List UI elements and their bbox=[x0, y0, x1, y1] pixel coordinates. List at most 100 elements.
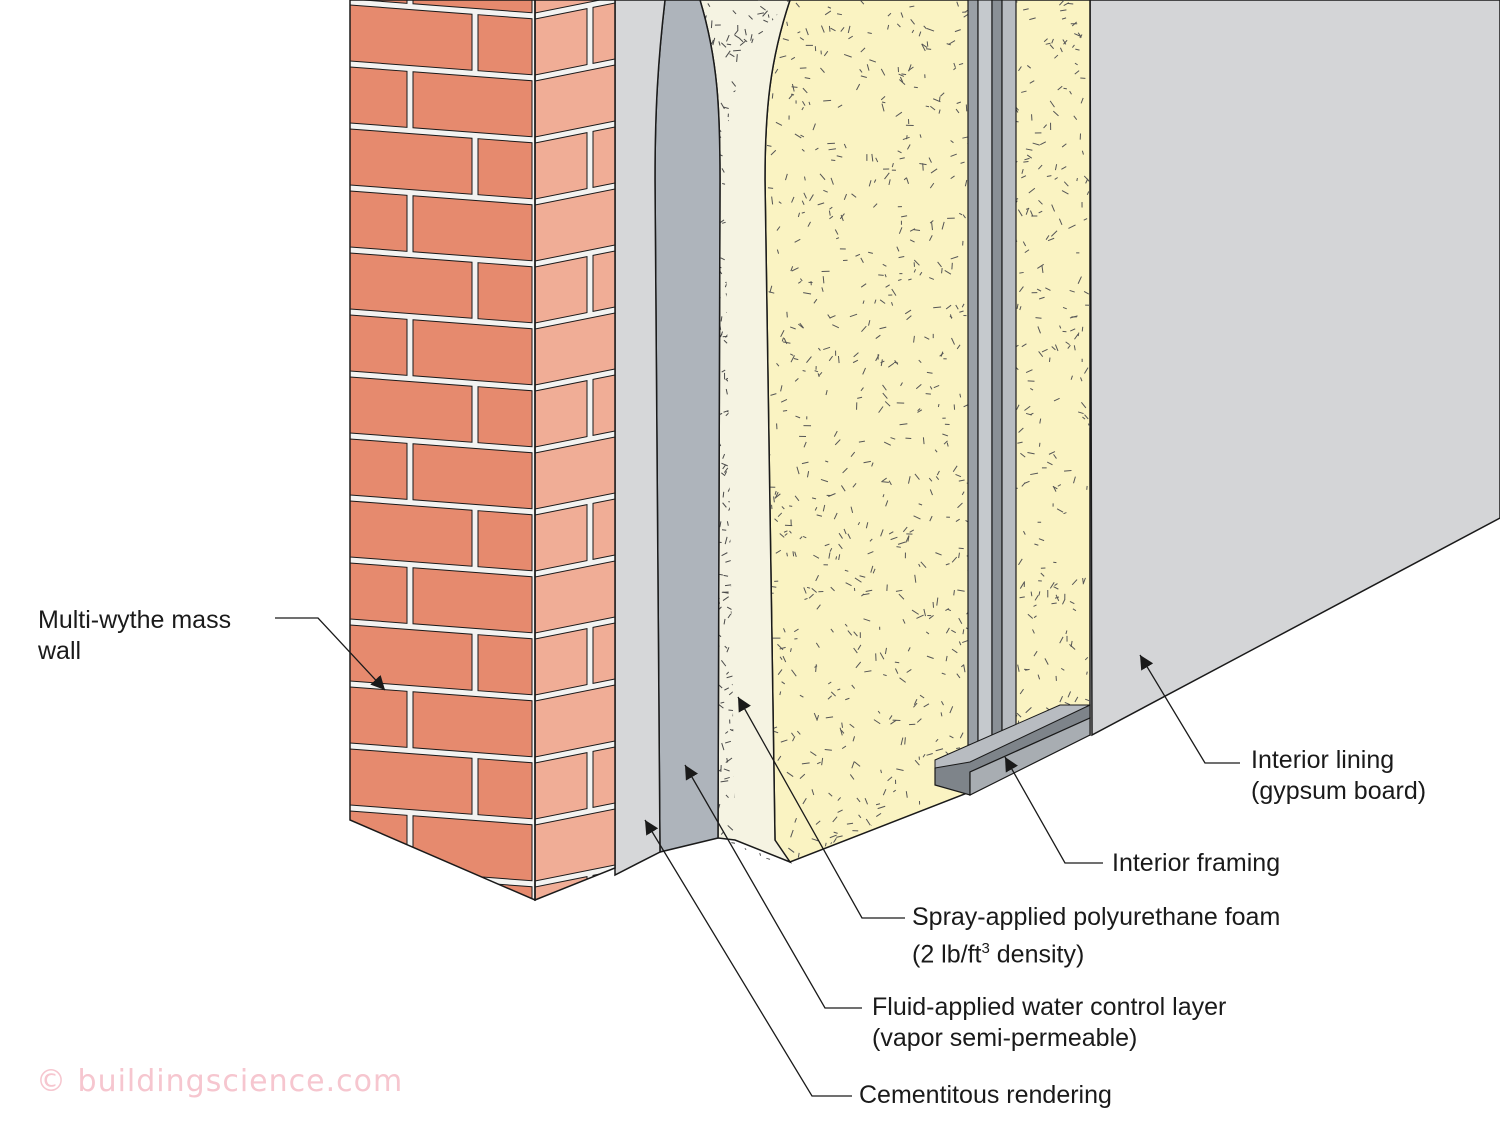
foam-speck bbox=[828, 355, 834, 362]
foam-speck bbox=[793, 357, 799, 361]
foam-speck bbox=[898, 593, 905, 600]
gypsum-board bbox=[1089, 0, 1500, 737]
foam-speck bbox=[961, 303, 965, 308]
foam-speck bbox=[786, 552, 788, 557]
foam-speck bbox=[1053, 397, 1060, 402]
foam-speck bbox=[941, 700, 944, 706]
foam-speck bbox=[725, 50, 731, 58]
foam-speck bbox=[881, 477, 887, 482]
brick-side bbox=[592, 126, 615, 189]
foam-speck bbox=[837, 355, 840, 364]
foam-speck bbox=[900, 12, 904, 18]
foam-speck bbox=[700, 854, 703, 858]
foam-speck bbox=[867, 551, 874, 555]
foam-speck bbox=[843, 193, 848, 200]
foam-speck bbox=[783, 337, 788, 345]
foam-speck bbox=[820, 25, 825, 33]
foam-speck bbox=[982, 841, 990, 845]
foam-speck bbox=[864, 670, 872, 673]
foam-speck bbox=[834, 229, 839, 235]
foam-speck bbox=[854, 577, 862, 583]
foam-speck bbox=[1039, 418, 1042, 424]
foam-speck bbox=[812, 123, 816, 131]
foam-speck bbox=[861, 593, 865, 597]
foam-speck bbox=[956, 747, 961, 749]
foam-speck bbox=[811, 789, 815, 796]
foam-speck bbox=[832, 816, 838, 823]
foam-speck bbox=[872, 568, 876, 574]
foam-speck bbox=[929, 235, 933, 241]
foam-speck bbox=[1059, 636, 1064, 644]
foam-speck bbox=[1023, 530, 1026, 535]
foam-speck bbox=[827, 695, 833, 700]
foam-speck bbox=[794, 817, 797, 823]
foam-speck bbox=[894, 661, 900, 664]
foam-speck bbox=[801, 211, 805, 214]
foam-speck bbox=[1026, 154, 1033, 159]
foam-speck bbox=[868, 320, 871, 326]
foam-speck bbox=[937, 261, 942, 268]
foam-speck bbox=[1065, 779, 1072, 784]
foam-speck bbox=[891, 163, 894, 168]
foam-speck bbox=[802, 798, 807, 805]
foam-speck bbox=[951, 648, 958, 654]
foam-speck bbox=[822, 276, 825, 284]
foam-speck bbox=[907, 536, 910, 542]
label-mass-wall-line1: Multi-wythe mass bbox=[38, 606, 232, 634]
foam-speck bbox=[786, 771, 794, 778]
foam-speck bbox=[953, 67, 957, 71]
foam-speck bbox=[897, 150, 902, 154]
foam-speck bbox=[799, 37, 805, 41]
foam-speck bbox=[783, 628, 786, 633]
foam-speck bbox=[950, 256, 959, 260]
foam-speck bbox=[1069, 90, 1072, 95]
foam-speck bbox=[989, 785, 994, 790]
foam-speck bbox=[1059, 325, 1062, 329]
foam-speck bbox=[729, 53, 735, 58]
foam-speck bbox=[875, 334, 881, 339]
foam-speck bbox=[700, 844, 706, 850]
foam-speck bbox=[739, 38, 744, 43]
foam-speck bbox=[1025, 859, 1029, 862]
foam-speck bbox=[1019, 271, 1024, 274]
foam-speck bbox=[933, 98, 941, 103]
foam-speck bbox=[840, 27, 845, 32]
foam-speck bbox=[953, 827, 957, 831]
foam-speck bbox=[1083, 218, 1088, 221]
foam-speck bbox=[1086, 191, 1090, 196]
foam-speck bbox=[898, 278, 902, 281]
foam-speck bbox=[862, 593, 870, 596]
foam-speck bbox=[731, 81, 737, 87]
foam-speck bbox=[780, 739, 788, 743]
foam-speck bbox=[962, 640, 968, 644]
foam-speck bbox=[725, 388, 728, 395]
foam-speck bbox=[882, 788, 887, 796]
foam-speck bbox=[1083, 291, 1090, 295]
foam-speck bbox=[1082, 577, 1086, 585]
brick-side bbox=[535, 503, 588, 572]
foam-speck bbox=[801, 200, 805, 206]
foam-speck bbox=[763, 19, 769, 23]
foam-speck bbox=[771, 196, 774, 205]
foam-speck bbox=[929, 182, 935, 189]
foam-speck bbox=[875, 803, 881, 806]
foam-speck bbox=[791, 732, 795, 737]
foam-speck bbox=[1021, 90, 1027, 93]
foam-speck bbox=[1062, 306, 1067, 310]
foam-speck bbox=[957, 589, 965, 592]
foam-speck bbox=[844, 623, 848, 627]
foam-speck bbox=[723, 409, 730, 413]
foam-speck bbox=[910, 19, 915, 25]
foam-speck bbox=[744, 28, 747, 36]
foam-speck bbox=[895, 835, 902, 839]
foam-speck bbox=[857, 521, 861, 526]
brick bbox=[350, 66, 408, 128]
foam-speck bbox=[760, 5, 766, 11]
foam-speck bbox=[994, 802, 998, 807]
foam-speck bbox=[781, 681, 786, 685]
foam-speck bbox=[857, 644, 862, 651]
foam-speck bbox=[727, 825, 734, 831]
foam-speck bbox=[767, 14, 770, 18]
foam-speck bbox=[781, 506, 785, 510]
